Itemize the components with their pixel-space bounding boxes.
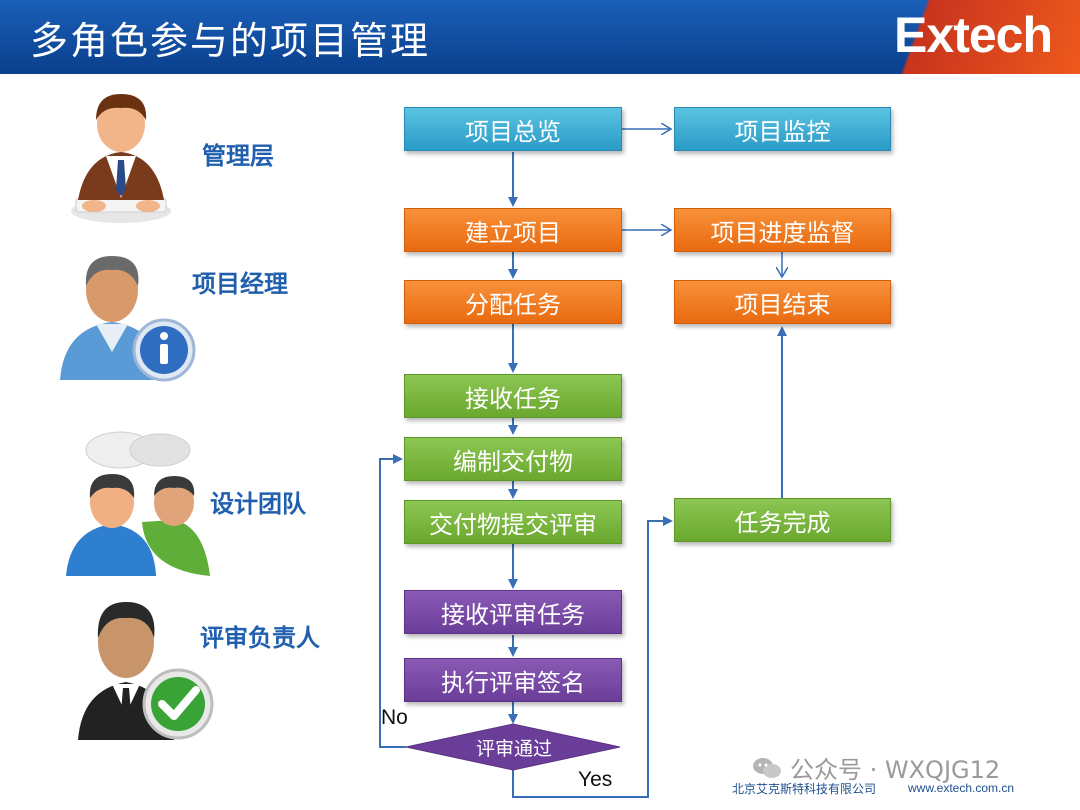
box-project-end: 项目结束 [674, 280, 891, 324]
box-task-complete: 任务完成 [674, 498, 891, 542]
footer-company: 北京艾克斯特科技有限公司 [732, 780, 876, 797]
box-project-monitor: 项目监控 [674, 107, 891, 151]
box-project-overview: 项目总览 [404, 107, 622, 151]
box-receive-task: 接收任务 [404, 374, 622, 418]
box-create-project: 建立项目 [404, 208, 622, 252]
box-progress-supervision: 项目进度监督 [674, 208, 891, 252]
box-compile-deliverable: 编制交付物 [404, 437, 622, 481]
yes-label: Yes [578, 768, 612, 792]
box-submit-review: 交付物提交评审 [404, 500, 622, 544]
footer-url: www.extech.com.cn [908, 781, 1014, 795]
decision-label: 评审通过 [406, 724, 622, 770]
wechat-icon [752, 756, 782, 780]
box-receive-review-task: 接收评审任务 [404, 590, 622, 634]
box-assign-task: 分配任务 [404, 280, 622, 324]
no-label: No [381, 706, 408, 730]
box-perform-review-sign: 执行评审签名 [404, 658, 622, 702]
